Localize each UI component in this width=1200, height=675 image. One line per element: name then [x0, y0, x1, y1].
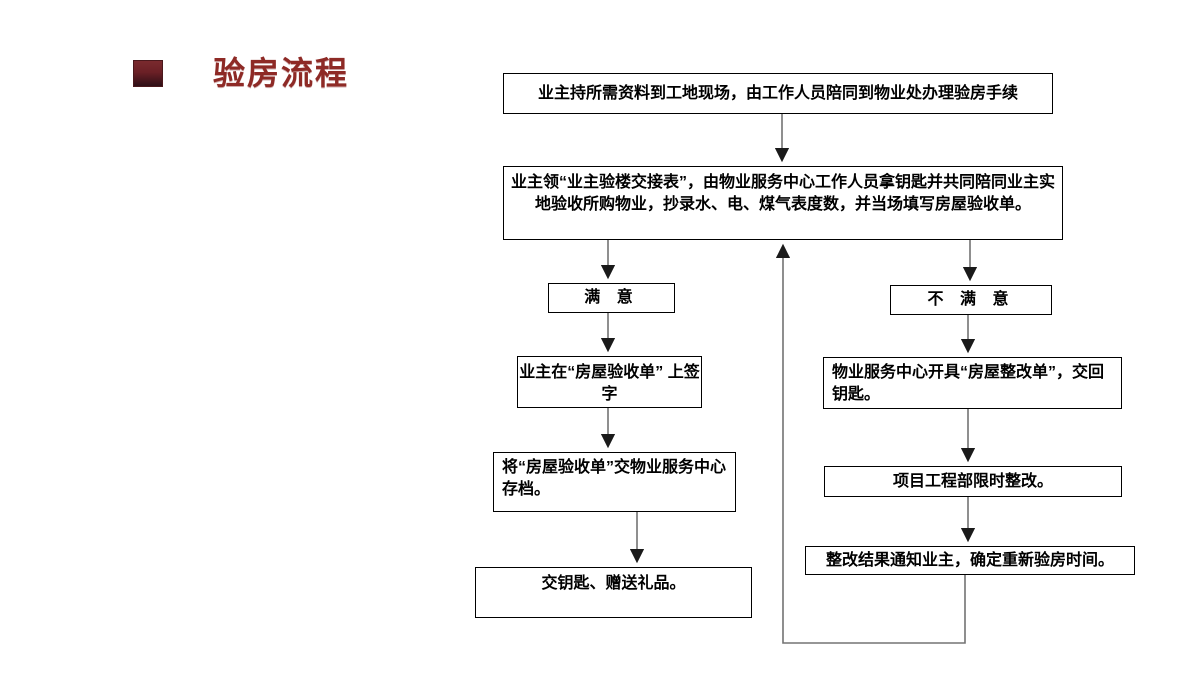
node-archive: 将“房屋验收单”交物业服务中心存档。: [493, 452, 736, 512]
node-sign-label: 业主在“房屋验收单” 上签字: [519, 364, 700, 403]
bullet-square-icon: [133, 60, 163, 87]
node-unsatisfied: 不 满 意: [890, 285, 1052, 315]
page-title: 验房流程: [213, 55, 350, 91]
node-start: 业主持所需资料到工地现场，由工作人员陪同到物业处办理验房手续: [503, 73, 1053, 114]
node-rectify-dept: 项目工程部限时整改。: [824, 466, 1122, 497]
node-satisfied-label: 满 意: [584, 289, 639, 307]
node-archive-label: 将“房屋验收单”交物业服务中心存档。: [502, 459, 727, 498]
node-notify: 整改结果通知业主，确定重新验房时间。: [805, 546, 1135, 575]
node-rectify-form: 物业服务中心开具“房屋整改单”，交回钥匙。: [823, 357, 1122, 409]
node-satisfied: 满 意: [548, 283, 675, 313]
node-unsatisfied-label: 不 满 意: [927, 291, 1015, 309]
node-handover-label: 业主领“业主验楼交接表”，由物业服务中心工作人员拿钥匙并共同陪同业主实地验收所购…: [510, 174, 1055, 213]
node-notify-label: 整改结果通知业主，确定重新验房时间。: [825, 551, 1114, 569]
node-sign: 业主在“房屋验收单” 上签字: [517, 356, 702, 408]
node-keys-gift-label: 交钥匙、赠送礼品。: [541, 575, 686, 592]
node-start-label: 业主持所需资料到工地现场，由工作人员陪同到物业处办理验房手续: [537, 84, 1018, 102]
node-handover: 业主领“业主验楼交接表”，由物业服务中心工作人员拿钥匙并共同陪同业主实地验收所购…: [503, 166, 1063, 240]
node-keys-gift: 交钥匙、赠送礼品。: [475, 567, 752, 618]
node-rectify-dept-label: 项目工程部限时整改。: [892, 472, 1053, 490]
node-rectify-form-label: 物业服务中心开具“房屋整改单”，交回钥匙。: [832, 364, 1105, 403]
